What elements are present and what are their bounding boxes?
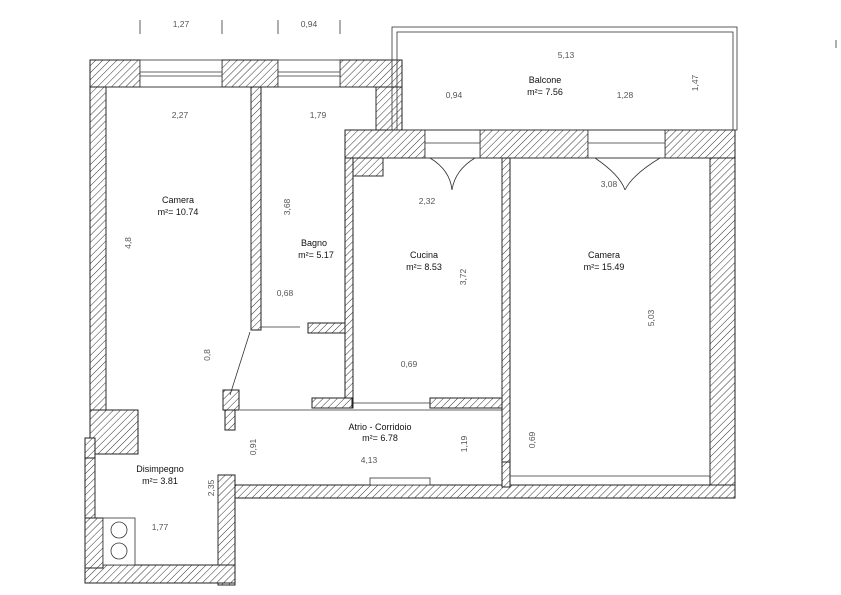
dim-camera-left-door: 0,8 (202, 349, 212, 361)
window-left (139, 59, 223, 88)
camera-right-area: m²= 15.49 (584, 262, 625, 272)
dim-disimpegno-height: 2,35 (206, 479, 216, 496)
dim-balcone-left: 0,94 (446, 90, 463, 100)
camera-left-name: Camera (162, 195, 194, 205)
dim-atrio-left: 0,91 (248, 438, 258, 455)
dim-cucina-door: 0,69 (401, 359, 418, 369)
dim-camera-right-width: 3,08 (601, 179, 618, 189)
bagno-area: m²= 5.17 (298, 250, 334, 260)
cucina-name: Cucina (410, 250, 438, 260)
window-bagno (277, 59, 341, 88)
room-outlines (94, 86, 711, 565)
dim-balcone-right: 1,28 (617, 90, 634, 100)
camera-left-area: m²= 10.74 (158, 207, 199, 217)
cucina-area: m²= 8.53 (406, 262, 442, 272)
dim-camera-left-width: 2,27 (172, 110, 189, 120)
dim-balcone-width: 5,13 (558, 50, 575, 60)
atrio-area: m²= 6.78 (362, 433, 398, 443)
dimension-ticks (139, 20, 837, 48)
dim-camera-right-door: 0,69 (527, 431, 537, 448)
balcone-name: Balcone (529, 75, 562, 85)
balcone-area: m²= 7.56 (527, 87, 563, 97)
dim-bagno-width: 1,79 (310, 110, 327, 120)
dim-atrio-width: 4,13 (361, 455, 378, 465)
dim-balcone-depth: 1,47 (690, 74, 700, 91)
walls (84, 59, 736, 586)
dim-bagno-door: 0,68 (277, 288, 294, 298)
balcony-outline (391, 26, 738, 131)
disimpegno-area: m²= 3.81 (142, 476, 178, 486)
dim-top-window-right: 0,94 (301, 19, 318, 29)
dim-cucina-width: 2,32 (419, 196, 436, 206)
dim-top-window-left: 1,27 (173, 19, 190, 29)
dim-cucina-depth: 3,72 (458, 268, 468, 285)
doors (229, 157, 661, 411)
dim-disimpegno-width: 1,77 (152, 522, 169, 532)
dim-atrio-depth: 1,19 (459, 435, 469, 452)
disimpegno-name: Disimpegno (136, 464, 184, 474)
bagno-name: Bagno (301, 238, 327, 248)
stove-icon (102, 517, 136, 566)
atrio-name: Atrio - Corridoio (348, 422, 411, 432)
camera-right-name: Camera (588, 250, 620, 260)
dim-camera-right-depth: 5,03 (646, 309, 656, 326)
dim-bagno-depth: 3,68 (282, 198, 292, 215)
dim-camera-left-depth: 4,8 (123, 237, 133, 249)
